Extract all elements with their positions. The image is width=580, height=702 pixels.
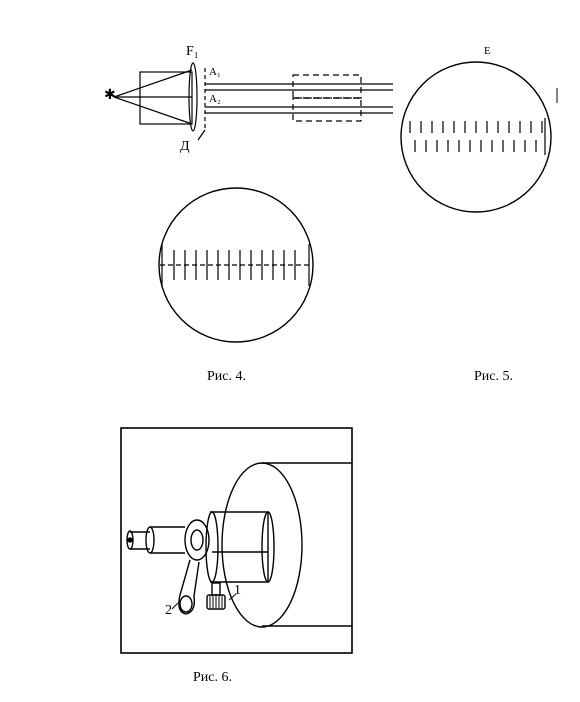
illuminator-box <box>139 71 193 125</box>
fig4-caption: Рис. 4. <box>207 369 246 384</box>
beam-a2-label: A₂ <box>209 93 221 105</box>
aperture-leader <box>197 129 206 141</box>
cuvette-bottom <box>292 97 362 122</box>
lens-f1 <box>188 62 198 132</box>
lever-2 <box>178 559 200 615</box>
knob-1 <box>206 594 226 610</box>
fig5-field-of-view <box>400 61 558 213</box>
eyepiece-housing-end <box>261 511 275 583</box>
eyepiece-ring-inner <box>190 529 204 551</box>
fig4-fringes <box>161 244 310 286</box>
eyepiece-housing-front <box>205 511 219 583</box>
fig6-caption: Рис. 6. <box>193 670 232 685</box>
eyepiece-ring <box>184 519 210 561</box>
fig6-instrument <box>120 427 353 654</box>
eyepiece-housing <box>210 511 269 583</box>
leader-1 <box>228 593 237 601</box>
fig6-frame <box>120 427 353 654</box>
fig4-field-of-view <box>158 187 314 343</box>
aperture-d-label: Д <box>180 139 190 154</box>
lever-2-hole <box>179 595 193 613</box>
fig4-circle <box>158 187 314 343</box>
cylinder-face <box>221 462 303 628</box>
part-2-label: 2 <box>165 603 172 618</box>
knob-1-stem <box>211 582 221 596</box>
cone-ray-top <box>113 69 193 98</box>
beam-a1-label: A₁ <box>209 66 221 78</box>
eyepiece-tube <box>150 526 185 554</box>
fig5-circle <box>400 61 552 213</box>
eyepiece-tube-step <box>145 526 155 554</box>
fig5-caption: Рис. 5. <box>474 369 513 384</box>
eyepiece-pupil <box>127 537 133 543</box>
cone-ray-bottom <box>113 96 193 125</box>
fig4-optical-scheme <box>113 62 393 141</box>
cuvette-top <box>292 74 362 99</box>
leader-2 <box>171 602 179 610</box>
fig5-top-fringes <box>409 121 543 133</box>
eyepiece-tip-end <box>126 530 134 550</box>
fig5-bottom-fringes <box>414 140 537 152</box>
knob-1-knurl <box>209 596 223 608</box>
light-source-icon: ✱ <box>104 88 116 103</box>
fig5-top-cut-label: Е <box>484 45 491 57</box>
part-1-label: 1 <box>234 583 241 598</box>
lens-f1-label: F₁ <box>186 44 199 59</box>
